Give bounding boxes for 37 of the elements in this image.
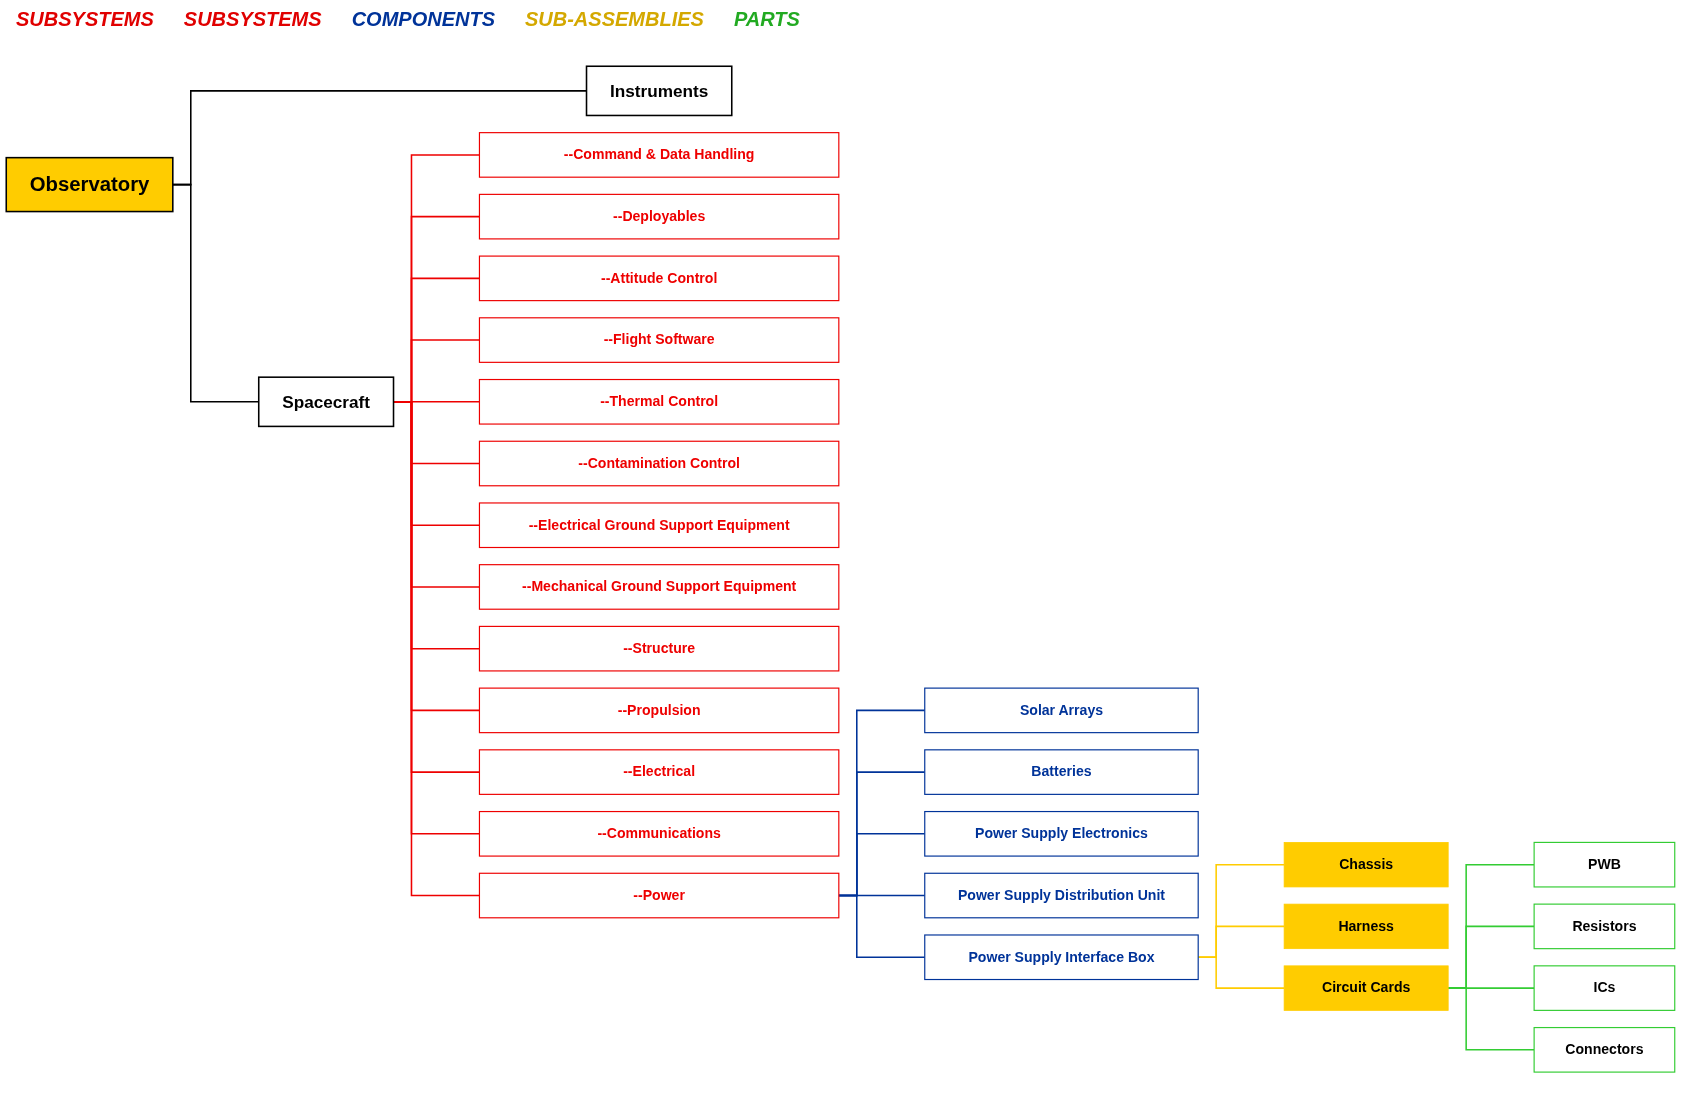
connector: [392, 400, 481, 711]
node-box: Observatory: [5, 156, 174, 213]
group-label: PARTS: [733, 8, 800, 31]
group-label: SUBSYSTEMS: [16, 8, 154, 31]
node-box: Circuit Cards: [1283, 965, 1449, 1011]
node-box: --Structure: [478, 625, 840, 672]
node-box: Power Supply Interface Box: [924, 934, 1199, 980]
group-label: SUBSYSTEMS: [183, 8, 322, 31]
node-box: ICs: [1533, 965, 1676, 1011]
node-box: --Mechanical Ground Support Equipment: [478, 563, 840, 610]
connector: [392, 400, 481, 650]
node-box: Resistors: [1533, 903, 1676, 950]
node-box: --Electrical: [478, 749, 840, 795]
node-box: --Attitude Control: [478, 255, 840, 302]
node-box: Instruments: [585, 65, 733, 117]
node-box: Spacecraft: [257, 376, 395, 427]
node-box: Chassis: [1283, 841, 1449, 888]
node-box: PWB: [1533, 841, 1676, 888]
group-label: COMPONENTS: [351, 8, 495, 31]
connector: [1447, 987, 1535, 1051]
node-box: Connectors: [1533, 1026, 1676, 1073]
connector: [392, 400, 481, 588]
node-box: --Command & Data Handling: [478, 131, 840, 178]
node-box: --Deployables: [478, 193, 840, 240]
node-box: --Flight Software: [478, 317, 840, 363]
group-label: SUB-ASSEMBLIES: [524, 8, 704, 31]
node-box: --Communications: [478, 810, 840, 857]
node-box: --Electrical Ground Support Equipment: [478, 502, 840, 548]
node-box: Power Supply Distribution Unit: [924, 872, 1199, 919]
node-box: --Thermal Control: [478, 378, 840, 425]
node-box: --Contamination Control: [478, 440, 840, 487]
node-box: Harness: [1283, 903, 1449, 949]
node-box: --Propulsion: [478, 687, 840, 734]
node-box: Batteries: [924, 749, 1199, 795]
node-box: Solar Arrays: [924, 687, 1199, 734]
node-box: Power Supply Electronics: [924, 810, 1199, 857]
node-box: --Power: [478, 872, 840, 919]
